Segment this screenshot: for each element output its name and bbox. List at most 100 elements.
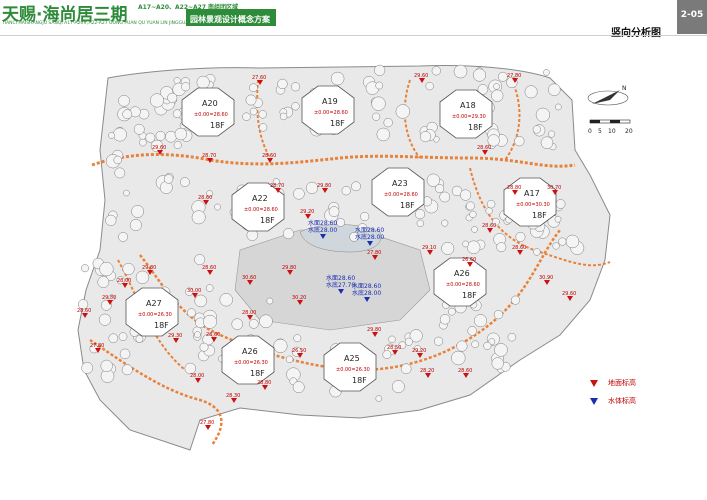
- ground-mark: 29.20: [412, 348, 426, 358]
- tree-icon: [279, 112, 288, 121]
- tree-icon: [543, 69, 550, 76]
- scale-tick-5: 5: [598, 128, 602, 135]
- tree-icon: [395, 104, 411, 119]
- ground-level-icon: [207, 158, 213, 163]
- water-level-icon: [338, 289, 344, 294]
- tree-icon: [123, 189, 130, 197]
- building-floors: 18F: [210, 121, 225, 130]
- ground-level-value: 29.80: [317, 183, 331, 189]
- ground-level-value: 30.20: [292, 295, 306, 301]
- building-footprint: [371, 167, 425, 217]
- tree-icon: [100, 359, 113, 373]
- tree-icon: [414, 209, 426, 220]
- tree-icon: [533, 248, 541, 256]
- tree-icon: [191, 210, 206, 225]
- tree-icon: [214, 203, 221, 211]
- building-footprint: [181, 87, 235, 137]
- tree-icon: [328, 206, 340, 217]
- building-name: A26: [242, 347, 258, 356]
- building-floors: 18F: [468, 123, 483, 132]
- water-surface-level: 水面28.60: [308, 219, 337, 227]
- tree-icon: [382, 350, 392, 359]
- water-level-icon: [590, 398, 598, 405]
- tree-icon: [194, 254, 206, 266]
- tree-icon: [167, 92, 178, 103]
- tree-icon: [391, 380, 405, 394]
- tree-icon: [491, 89, 504, 102]
- ground-level-value: 28.00: [117, 278, 131, 284]
- ground-mark: 29.80: [367, 327, 381, 337]
- ground-level-icon: [552, 190, 558, 195]
- tree-icon: [118, 94, 130, 107]
- ground-mark: 28.00: [190, 373, 204, 383]
- ground-level-icon: [425, 373, 431, 378]
- ground-level-value: 28.60: [77, 308, 91, 314]
- tree-icon: [471, 226, 478, 233]
- ground-level-value: 28.60: [512, 245, 526, 251]
- tree-icon: [360, 211, 370, 222]
- tree-icon: [548, 83, 561, 97]
- tree-icon: [374, 64, 386, 76]
- tree-icon: [383, 117, 393, 128]
- ground-level-value: 28.80: [257, 380, 271, 386]
- ground-level-icon: [517, 250, 523, 255]
- ground-level-value: 28.20: [420, 368, 434, 374]
- tree-icon: [349, 232, 359, 242]
- building-level: ±0.00=28.60: [384, 192, 418, 198]
- tree-icon: [515, 231, 526, 242]
- ground-level-icon: [567, 296, 573, 301]
- tree-icon: [459, 189, 472, 201]
- tree-icon: [249, 107, 258, 116]
- tree-icon: [249, 83, 258, 93]
- tree-icon: [524, 85, 538, 99]
- tree-icon: [290, 82, 301, 92]
- tree-icon: [554, 215, 562, 223]
- compass-arrow-icon: [592, 90, 620, 104]
- ground-level-icon: [512, 78, 518, 83]
- ground-level-icon: [427, 250, 433, 255]
- ground-level-value: 30.70: [547, 185, 561, 191]
- ground-mark: 30.60: [242, 275, 256, 285]
- ground-mark: 30.00: [187, 288, 201, 298]
- building-name: A27: [146, 299, 162, 308]
- water-level-icon: [367, 241, 373, 246]
- ground-level-value: 28.60: [206, 332, 220, 338]
- ground-level-icon: [247, 315, 253, 320]
- tree-icon: [196, 75, 210, 89]
- tree-icon: [116, 276, 125, 285]
- tree-icon: [492, 217, 500, 226]
- ground-level-icon: [82, 313, 88, 318]
- ground-mark: 29.30: [168, 333, 182, 343]
- tree-icon: [532, 125, 541, 134]
- scale-tick-0: 0: [588, 128, 592, 135]
- water-bottom-level: 水底28.00: [355, 233, 384, 241]
- tree-icon: [494, 343, 508, 357]
- tree-icon: [293, 334, 302, 343]
- tree-icon: [119, 348, 131, 360]
- ground-level-value: 27.80: [507, 73, 521, 79]
- tree-icon: [206, 190, 214, 198]
- building-level: ±0.00=26.30: [336, 367, 370, 373]
- tree-icon: [292, 381, 305, 394]
- tree-icon: [205, 284, 214, 292]
- tree-icon: [199, 342, 209, 352]
- ground-level-icon: [157, 150, 163, 155]
- page-title: 竖向分析图: [611, 28, 661, 39]
- title-rule: [0, 35, 707, 36]
- tree-icon: [81, 361, 94, 374]
- tree-icon: [245, 94, 257, 106]
- tree-icon: [485, 207, 493, 215]
- building-name: A25: [344, 354, 360, 363]
- tree-icon: [341, 186, 351, 196]
- tree-icon: [558, 237, 567, 246]
- ground-level-value: 28.60: [262, 153, 276, 159]
- building-level: ±0.00=26.30: [234, 360, 268, 366]
- building-name: A17: [524, 189, 540, 198]
- ground-level-value: 29.80: [367, 327, 381, 333]
- tree-icon: [487, 134, 500, 147]
- ground-level-value: 29.10: [422, 245, 436, 251]
- brand-title: 天赐·海尚居三期: [2, 5, 128, 25]
- ground-level-value: 28.60: [202, 265, 216, 271]
